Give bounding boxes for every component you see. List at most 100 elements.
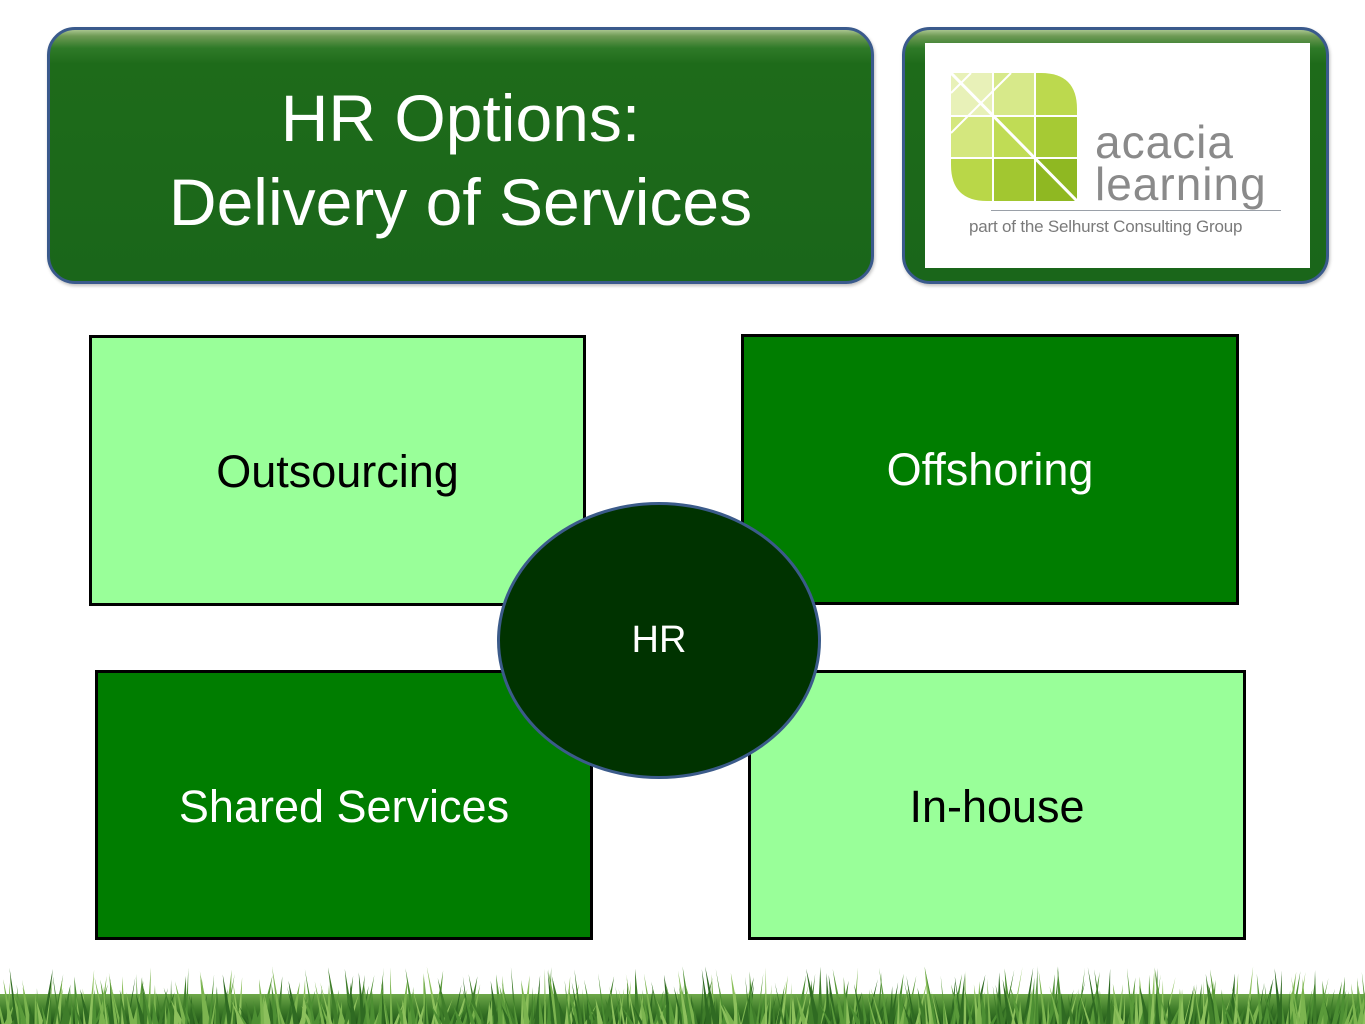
grass-blade bbox=[1089, 971, 1100, 1024]
grass-blade bbox=[677, 970, 689, 1024]
grass-blade bbox=[253, 1000, 260, 1024]
grass-blade bbox=[304, 969, 316, 1024]
grass-blade bbox=[390, 967, 393, 1024]
grass-blade bbox=[1009, 985, 1024, 1024]
grass-blade bbox=[276, 976, 283, 1024]
grass-blade bbox=[756, 973, 764, 1024]
grass-blade bbox=[357, 975, 365, 1024]
grass-blade bbox=[866, 993, 877, 1024]
grass-blade bbox=[934, 994, 944, 1024]
grass-blade bbox=[798, 982, 810, 1024]
grass-blade bbox=[520, 984, 524, 1024]
acacia-learning-logo: acacia learning part of the Selhurst Con… bbox=[925, 43, 1310, 268]
grass-blade bbox=[119, 989, 128, 1024]
grass-blade bbox=[327, 967, 340, 1024]
grass-blade bbox=[436, 997, 447, 1024]
grass-blade bbox=[424, 975, 429, 1024]
grass-blade bbox=[954, 975, 963, 1024]
grass-blade bbox=[643, 973, 654, 1024]
grass-blade bbox=[736, 998, 740, 1024]
grass-blade bbox=[320, 982, 333, 1024]
grass-blade bbox=[1192, 984, 1197, 1024]
grass-blade bbox=[849, 992, 863, 1024]
grass-blade bbox=[774, 982, 785, 1024]
grass-blade bbox=[995, 984, 1005, 1024]
slide-title: HR Options: Delivery of Services bbox=[169, 76, 752, 244]
grass-blade bbox=[380, 981, 390, 1024]
grass-blade bbox=[940, 975, 947, 1024]
grass-blade bbox=[627, 978, 631, 1024]
grass-blade bbox=[615, 986, 622, 1024]
grass-blade bbox=[465, 976, 478, 1024]
grass-blade bbox=[760, 1001, 769, 1024]
grass-blade bbox=[1079, 992, 1091, 1024]
grass-blade bbox=[692, 1000, 698, 1024]
grass-blade bbox=[530, 987, 534, 1024]
grass-blade bbox=[1184, 984, 1195, 1024]
grass-blade bbox=[906, 975, 916, 1024]
grass-blade bbox=[642, 989, 650, 1024]
grass-blade bbox=[510, 967, 517, 1024]
grass-blade bbox=[512, 998, 519, 1024]
grass-blade bbox=[637, 993, 644, 1024]
grass-blade bbox=[369, 989, 376, 1024]
grass-blade bbox=[764, 967, 768, 1024]
grass-blade bbox=[826, 972, 831, 1024]
grass-blade bbox=[569, 1001, 576, 1024]
grass-blade bbox=[1085, 990, 1097, 1024]
grass-blade bbox=[490, 980, 500, 1024]
grass-blade bbox=[188, 992, 199, 1024]
grass-blade bbox=[285, 1001, 291, 1024]
grass-blade bbox=[1167, 999, 1174, 1024]
grass-blade bbox=[1160, 980, 1165, 1024]
grass-blade bbox=[924, 991, 929, 1024]
grass-blade bbox=[963, 984, 974, 1024]
grass-blade bbox=[405, 968, 417, 1024]
grass-blade bbox=[893, 973, 904, 1024]
slide-title-line-1: HR Options: bbox=[280, 80, 641, 155]
grass-blade bbox=[1246, 998, 1256, 1024]
grass-blade bbox=[992, 985, 1000, 1024]
grass-blade bbox=[625, 980, 631, 1024]
grass-blade bbox=[700, 981, 703, 1024]
grass-blade bbox=[779, 975, 788, 1024]
grass-blade bbox=[1122, 992, 1126, 1024]
grass-blade bbox=[269, 997, 276, 1024]
grass-blade bbox=[621, 1005, 634, 1024]
grass-blade bbox=[13, 994, 24, 1024]
grass-blade bbox=[1288, 991, 1291, 1024]
grass-blade bbox=[1194, 986, 1202, 1024]
grass-blade bbox=[625, 973, 636, 1024]
grass-blade bbox=[558, 1001, 567, 1024]
grass-blade bbox=[872, 1002, 886, 1024]
grass-blade bbox=[496, 974, 504, 1024]
grass-blade bbox=[618, 988, 625, 1024]
grass-blade bbox=[1299, 979, 1306, 1024]
quadrant-offshoring: Offshoring bbox=[741, 334, 1239, 605]
grass-blade bbox=[462, 976, 471, 1024]
grass-blade bbox=[110, 983, 122, 1024]
grass-blade bbox=[1052, 967, 1059, 1024]
grass-blade bbox=[175, 981, 187, 1024]
grass-blade bbox=[869, 989, 874, 1024]
grass-blade bbox=[1113, 1004, 1125, 1024]
grass-blade bbox=[745, 976, 752, 1024]
grass-blade bbox=[722, 1004, 736, 1024]
grass-blade bbox=[730, 972, 742, 1024]
grass-blade bbox=[1080, 995, 1088, 1024]
grass-blade bbox=[586, 996, 591, 1024]
grass-blade bbox=[915, 978, 928, 1024]
grass-blade bbox=[381, 975, 385, 1024]
grass-blade bbox=[184, 1005, 192, 1024]
grass-blade bbox=[157, 988, 168, 1024]
grass-blade bbox=[1139, 1000, 1147, 1024]
grass-blade bbox=[1321, 992, 1329, 1024]
logo-panel: acacia learning part of the Selhurst Con… bbox=[902, 27, 1329, 284]
grass-blade bbox=[740, 981, 752, 1024]
grass-blade bbox=[215, 986, 220, 1024]
grass-blade bbox=[1308, 1000, 1313, 1024]
grass-blade bbox=[846, 996, 851, 1024]
grass-blade bbox=[1005, 990, 1016, 1024]
grass-blade bbox=[1049, 986, 1062, 1024]
grass-blade bbox=[376, 967, 384, 1024]
